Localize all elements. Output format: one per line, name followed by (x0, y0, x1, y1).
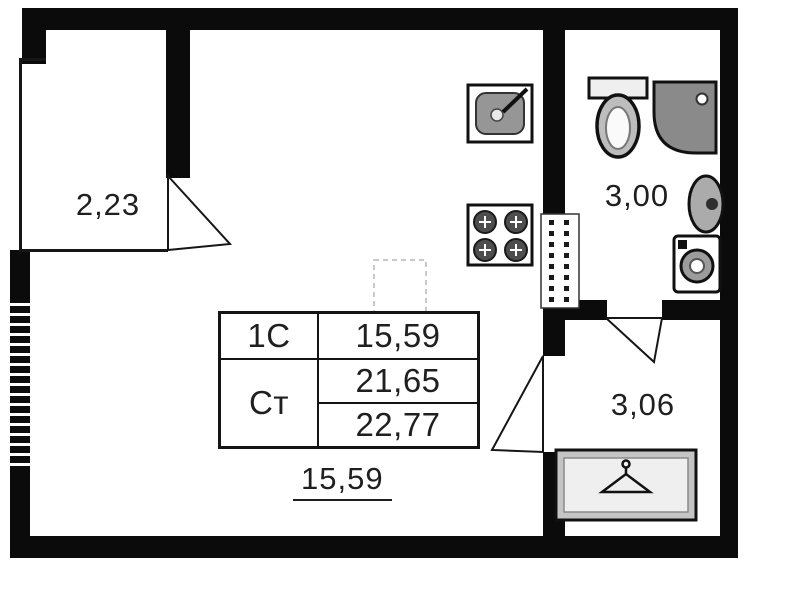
balcony-window-left (19, 58, 22, 252)
hanger-triangle (598, 472, 654, 494)
balcony-window-top (19, 58, 46, 61)
kitchen-sink-icon (466, 83, 534, 144)
wall-right (720, 8, 738, 558)
wall-kitchen-bathroom (543, 8, 565, 218)
window-hatch-icon (10, 296, 30, 472)
wall-top (22, 8, 738, 30)
wall-corner-stub (22, 8, 46, 64)
washing-machine-icon (672, 234, 722, 294)
spec-total-area: 22,77 (317, 402, 477, 446)
balcony-door-swing (167, 173, 233, 252)
hanger-hook (621, 459, 631, 469)
balcony-area-label: 2,23 (75, 187, 141, 222)
shower-icon (652, 80, 718, 155)
washing-machine-control (678, 240, 687, 249)
toilet-icon (587, 76, 649, 159)
fridge-placeholder (373, 259, 427, 313)
spec-living-area: 21,65 (317, 358, 477, 402)
room-area-label: 15,59 (293, 461, 392, 501)
balcony-glazing (19, 58, 168, 252)
doors (167, 173, 664, 454)
washbasin-icon (687, 174, 725, 234)
bathroom-area-label: 3,00 (604, 178, 670, 213)
hallway-door-swing (490, 355, 544, 454)
wall-balcony-partition (166, 8, 190, 178)
balcony-window-bottom (19, 249, 168, 252)
wall-bottom (10, 536, 738, 558)
bathroom-door-swing (603, 317, 664, 364)
wall-hallway-upper (543, 304, 565, 356)
spec-type: 1С (247, 317, 291, 354)
sink-drain (490, 108, 504, 122)
stove-burner-marks (479, 216, 522, 256)
sink-faucet (501, 87, 529, 114)
wardrobe-hanger-icon (554, 448, 698, 522)
stove-icon (466, 203, 534, 267)
apartment-spec-table: 1С 15,59 Ст 21,65 22,77 (218, 311, 480, 449)
hallway-area-label: 3,06 (610, 387, 676, 422)
shower-drain (695, 92, 709, 106)
wall-bathroom-bottom-right (662, 300, 720, 320)
vent-shaft-icon (540, 213, 580, 309)
spec-type-area: 15,59 (317, 314, 477, 358)
spec-category: Ст (221, 358, 317, 446)
